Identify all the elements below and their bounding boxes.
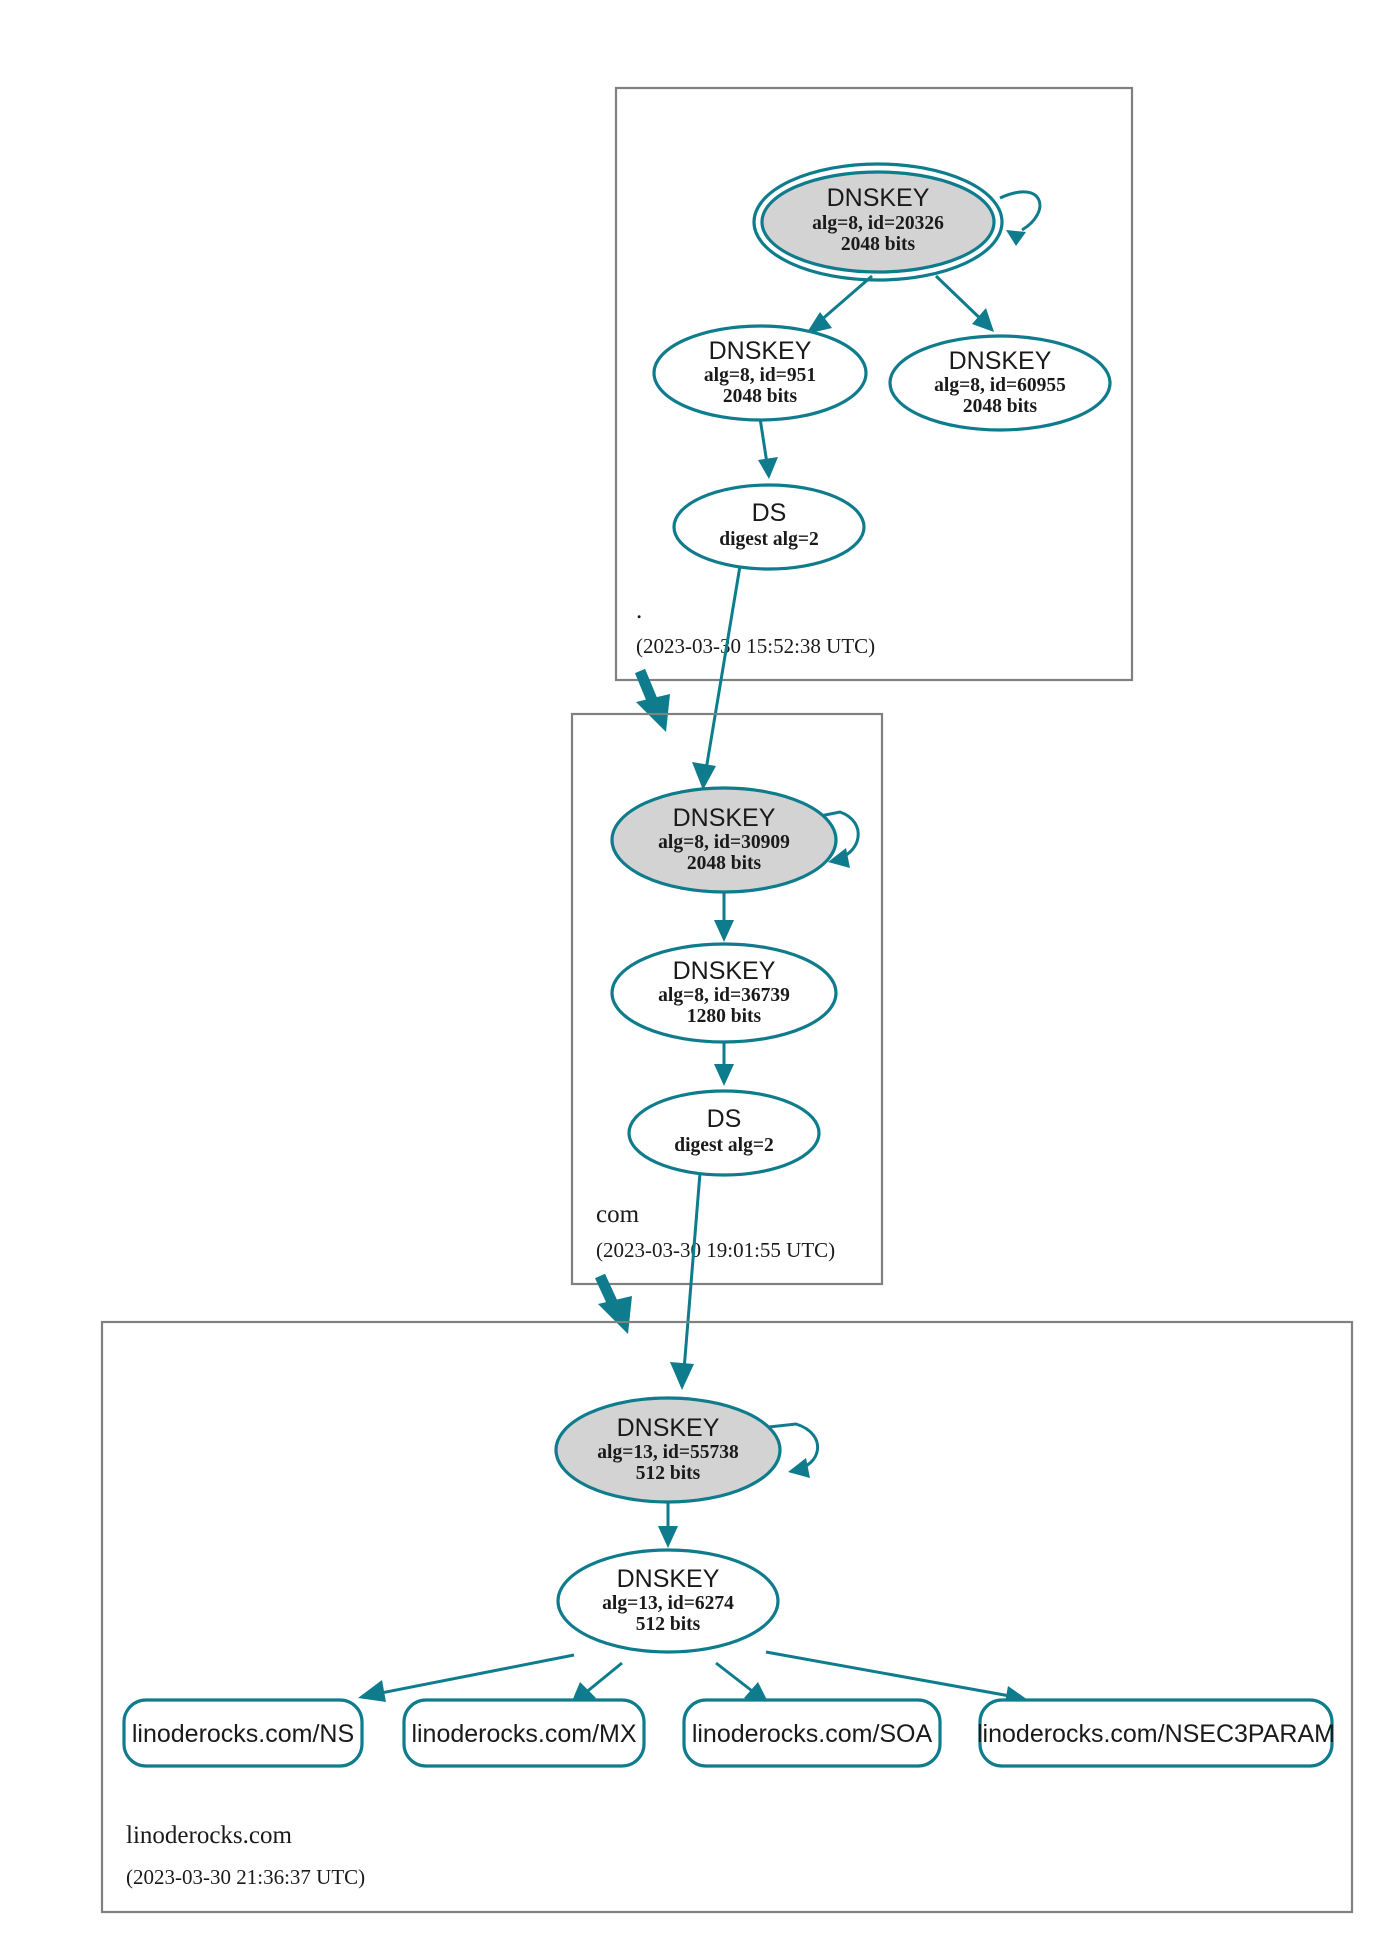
node-shape — [627, 1089, 821, 1177]
edge-self-sign-root-ksk — [999, 190, 1042, 232]
rrset-shape — [682, 1698, 942, 1768]
node-title: DNSKEY — [949, 347, 1052, 375]
node-shape — [610, 942, 838, 1044]
node-dnskey-linoderocks-zsk-6274[interactable]: DNSKEY alg=13, id=6274 512 bits — [556, 1548, 780, 1654]
node-detail: digest alg=2 — [719, 529, 818, 550]
rrset-label: linoderocks.com/NSEC3PARAM — [977, 1720, 1335, 1748]
zone-cluster-linoderocks: DNSKEY alg=13, id=55738 512 bits DNSKEY … — [100, 1320, 1354, 1914]
rrset-label: linoderocks.com/SOA — [692, 1720, 933, 1748]
node-detail: alg=8, id=951 — [704, 365, 816, 386]
arrow-root-ds-to-com-ksk — [692, 762, 716, 790]
zone-label-root: . — [636, 597, 642, 624]
node-bits: 2048 bits — [963, 396, 1038, 417]
zone-timestamp-linoderocks: (2023-03-30 21:36:37 UTC) — [126, 1865, 365, 1889]
arrow-com-ds-to-linoderocks-ksk — [670, 1362, 694, 1390]
edge-delegation-root-to-com — [634, 668, 658, 703]
node-shape — [652, 324, 868, 422]
rrset-shape — [122, 1698, 364, 1768]
edge-group-com-to-linoderocks — [595, 1172, 702, 1390]
node-shape — [554, 1396, 782, 1504]
node-title: DS — [707, 1105, 742, 1133]
edge-linoderocks-zsk-to-soa — [715, 1661, 757, 1696]
node-detail: alg=8, id=30909 — [658, 832, 790, 853]
node-title: DNSKEY — [617, 1565, 720, 1593]
rrset-box-mx[interactable]: linoderocks.com/MX — [402, 1698, 646, 1768]
node-shape — [556, 1548, 780, 1654]
node-bits: 512 bits — [636, 1614, 701, 1635]
node-bits: 1280 bits — [687, 1006, 762, 1027]
rrset-shape — [402, 1698, 646, 1768]
node-detail: alg=8, id=60955 — [934, 375, 1066, 396]
node-title: DNSKEY — [673, 804, 776, 832]
edge-group-root-to-com — [634, 565, 742, 790]
node-detail: alg=8, id=20326 — [812, 213, 944, 234]
arrow-linoderocks-zsk-to-ns — [358, 1680, 386, 1702]
node-bits: 2048 bits — [687, 853, 762, 874]
edge-root-ds-to-com-ksk — [704, 565, 742, 771]
node-dnskey-root-60955[interactable]: DNSKEY alg=8, id=60955 2048 bits — [888, 334, 1112, 432]
trust-anchor-outer-ring — [752, 162, 1004, 282]
node-detail: alg=13, id=55738 — [597, 1442, 739, 1463]
node-ds-root[interactable]: DS digest alg=2 — [672, 483, 866, 571]
rrset-label: linoderocks.com/NS — [132, 1720, 354, 1748]
rrset-box-ns[interactable]: linoderocks.com/NS — [122, 1698, 364, 1768]
node-detail: alg=8, id=36739 — [658, 985, 790, 1006]
arrow-root-ksk-to-951 — [806, 312, 832, 334]
node-dnskey-linoderocks-ksk-55738[interactable]: DNSKEY alg=13, id=55738 512 bits — [554, 1396, 782, 1504]
edge-group-root — [758, 190, 1042, 479]
node-detail: digest alg=2 — [674, 1135, 773, 1156]
node-shape — [888, 334, 1112, 432]
node-title: DNSKEY — [673, 957, 776, 985]
node-dnskey-com-zsk-36739[interactable]: DNSKEY alg=8, id=36739 1280 bits — [610, 942, 838, 1044]
zone-timestamp-com: (2023-03-30 19:01:55 UTC) — [596, 1238, 835, 1262]
arrow-self-sign-com-ksk — [828, 848, 850, 868]
zone-boundary-root — [614, 86, 1134, 682]
node-title: DS — [752, 499, 787, 527]
zone-label-com: com — [596, 1201, 640, 1228]
node-detail: alg=13, id=6274 — [602, 1593, 734, 1614]
zone-timestamp-root: (2023-03-30 15:52:38 UTC) — [636, 634, 875, 658]
edge-com-ds-to-linoderocks-ksk — [682, 1172, 702, 1371]
edge-linoderocks-zsk-to-mx — [583, 1661, 623, 1696]
arrow-self-sign-linoderocks-ksk — [788, 1458, 810, 1478]
node-bits: 2048 bits — [723, 386, 798, 407]
node-shape — [610, 786, 838, 894]
zone-cluster-com: DNSKEY alg=8, id=30909 2048 bits DNSKEY … — [570, 712, 884, 1286]
edge-delegation-com-to-linoderocks — [595, 1273, 617, 1305]
node-dnskey-root-951[interactable]: DNSKEY alg=8, id=951 2048 bits — [652, 324, 868, 422]
arrow-com-ksk-to-zsk — [714, 920, 734, 942]
rrset-box-soa[interactable]: linoderocks.com/SOA — [682, 1698, 942, 1768]
edge-linoderocks-zsk-to-nsec3param — [765, 1650, 1011, 1698]
node-dnskey-com-ksk-30909[interactable]: DNSKEY alg=8, id=30909 2048 bits — [610, 786, 838, 894]
node-title: DNSKEY — [617, 1414, 720, 1442]
arrow-delegation-com-to-linoderocks — [598, 1296, 632, 1334]
arrow-root-951-to-ds — [758, 457, 778, 479]
rrset-box-nsec3param[interactable]: linoderocks.com/NSEC3PARAM — [977, 1698, 1335, 1768]
node-bits: 2048 bits — [841, 234, 916, 255]
edge-group-com — [714, 810, 860, 1086]
arrow-root-ksk-to-60955 — [972, 308, 994, 332]
node-title: DNSKEY — [709, 337, 812, 365]
node-title: DNSKEY — [827, 184, 930, 212]
edge-linoderocks-zsk-to-ns — [375, 1653, 575, 1696]
rrset-label: linoderocks.com/MX — [411, 1720, 636, 1748]
node-ds-com[interactable]: DS digest alg=2 — [627, 1089, 821, 1177]
zone-boundary-linoderocks — [100, 1320, 1354, 1914]
arrow-linoderocks-ksk-to-zsk — [658, 1526, 678, 1548]
node-bits: 512 bits — [636, 1463, 701, 1484]
rrset-shape — [978, 1698, 1334, 1768]
node-shape — [760, 170, 996, 274]
zone-cluster-root: DNSKEY alg=8, id=20326 2048 bits DNSKEY … — [614, 86, 1134, 682]
zone-boundary-com — [570, 712, 884, 1286]
node-dnskey-root-ksk-20326[interactable]: DNSKEY alg=8, id=20326 2048 bits — [752, 162, 1004, 282]
arrow-self-sign-root-ksk — [1006, 230, 1026, 246]
zone-label-linoderocks: linoderocks.com — [126, 1822, 292, 1849]
node-shape — [672, 483, 866, 571]
arrow-com-zsk-to-ds — [714, 1064, 734, 1086]
